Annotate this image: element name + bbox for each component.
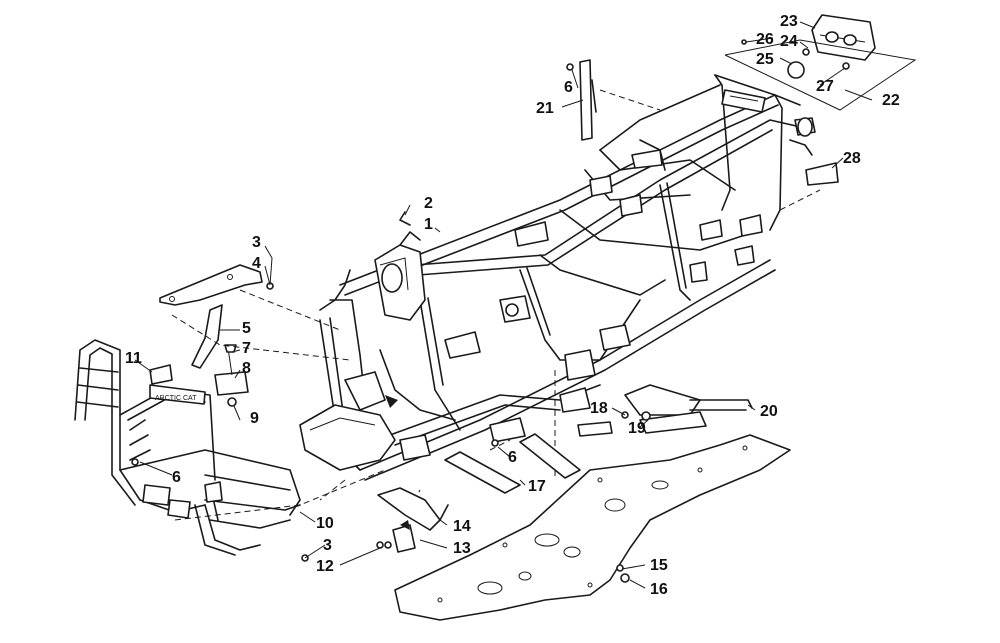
callout-6-bumper: 6 [172, 469, 181, 486]
callout-1: 1 [424, 216, 433, 233]
callout-26: 26 [756, 31, 774, 48]
callout-6-top: 6 [564, 79, 573, 96]
callout-23: 23 [780, 13, 798, 30]
taillight-assembly [724, 14, 917, 186]
footrest-pads [444, 433, 581, 494]
callout-21: 21 [536, 100, 554, 117]
callout-10: 10 [316, 515, 334, 532]
callout-28: 28 [843, 150, 861, 167]
callout-8: 8 [242, 360, 251, 377]
callout-7: 7 [242, 340, 251, 357]
callout-4: 4 [252, 255, 261, 272]
callout-3-bottom: 3 [323, 537, 332, 554]
bumper-label: ARCTIC CAT [155, 395, 197, 402]
front-bumper: ARCTIC CAT [74, 339, 301, 556]
callout-6-center: 6 [508, 449, 517, 466]
rear-support [577, 384, 753, 437]
callout-15: 15 [650, 557, 668, 574]
callout-11: 11 [125, 350, 142, 367]
callout-3-top: 3 [252, 234, 261, 251]
callout-12: 12 [316, 558, 334, 575]
front-brackets [159, 264, 274, 407]
callout-9: 9 [250, 410, 259, 427]
callout-19: 19 [628, 420, 646, 437]
callout-18: 18 [590, 400, 608, 417]
callout-14: 14 [453, 518, 471, 535]
callout-labels: 2 1 3 4 5 7 8 9 11 6 10 3 12 14 13 6 17 … [125, 13, 900, 598]
callout-20: 20 [760, 403, 778, 420]
callout-22: 22 [882, 92, 900, 109]
callout-13: 13 [453, 540, 471, 557]
callout-27: 27 [816, 78, 834, 95]
skid-plate [394, 434, 791, 621]
callout-24: 24 [780, 33, 798, 50]
callout-17: 17 [528, 478, 546, 495]
leader-lines [134, 21, 873, 589]
callout-2: 2 [424, 195, 433, 212]
main-frame [299, 74, 816, 481]
callout-16: 16 [650, 581, 668, 598]
center-mount [377, 487, 449, 553]
callout-5: 5 [242, 320, 251, 337]
callout-25: 25 [756, 51, 774, 68]
